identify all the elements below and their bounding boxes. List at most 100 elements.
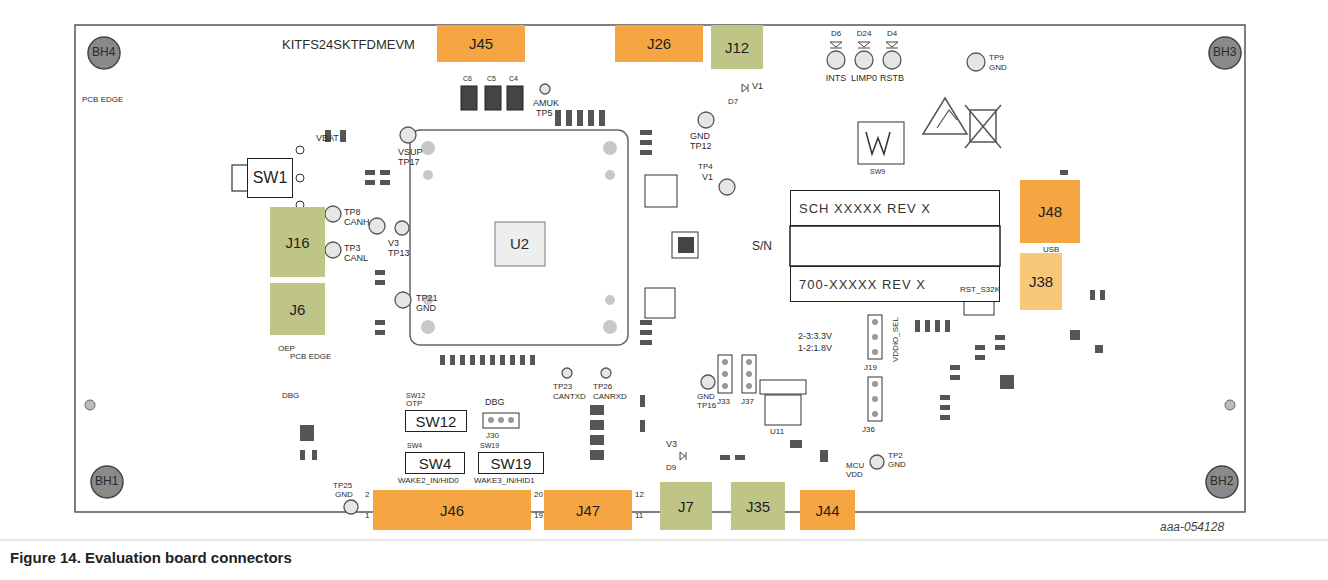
- connector-area: J46: [373, 490, 531, 530]
- silk-label: CANRXD: [593, 393, 627, 401]
- serial-label-box: 700-XXXXX REV X: [790, 266, 1000, 302]
- connector-area: J44: [800, 490, 855, 530]
- silk-label: V1: [702, 173, 713, 182]
- node-text: SW1: [253, 169, 288, 187]
- silk-label: J30: [486, 432, 499, 440]
- silk-label: TP12: [690, 142, 712, 151]
- connector-area: J47: [544, 490, 632, 530]
- regulator: [765, 395, 801, 425]
- silk-label: V3: [666, 440, 677, 449]
- pin-headers: [483, 315, 882, 428]
- small-holes: [85, 400, 1235, 410]
- silk-label: TP16: [697, 402, 716, 410]
- silk-label: WAKE3_IN/HID1: [474, 477, 535, 485]
- connector-area: J7: [660, 482, 712, 530]
- connector-area: J16: [270, 207, 325, 277]
- silk-label: C6: [463, 75, 472, 82]
- node-text: J38: [1029, 273, 1053, 290]
- switch-actuator: [232, 165, 248, 191]
- silk-label: SW19: [480, 442, 499, 449]
- silk-label: SW4: [407, 442, 422, 449]
- connector-area: J26: [615, 25, 703, 62]
- silk-label: J37: [741, 398, 754, 406]
- silk-label: J19: [864, 364, 877, 372]
- silk-label: 1: [365, 512, 369, 520]
- connector-area: J45: [437, 25, 525, 62]
- silk-label: D6: [831, 30, 841, 38]
- esd-symbol: [923, 98, 967, 134]
- silk-label: V1: [752, 82, 763, 91]
- connector-area: J48: [1020, 180, 1080, 243]
- node-text: J7: [678, 498, 694, 515]
- silk-label: GND: [697, 393, 715, 401]
- silk-label: TP23: [553, 383, 572, 391]
- silk-label: VSUP: [398, 148, 423, 157]
- switch-pins: [296, 146, 304, 209]
- node-text: SW19: [491, 455, 532, 472]
- esd-hand: [937, 110, 957, 128]
- mounting-holes: [88, 37, 1241, 498]
- inductor-core: [678, 237, 694, 253]
- silk-label: TP3: [344, 244, 361, 253]
- silk-label: TP5: [536, 109, 553, 118]
- silk-label: C4: [509, 75, 518, 82]
- silk-label: CANTXD: [553, 393, 586, 401]
- smd-parts: [300, 110, 1105, 462]
- silk-label: DBG: [485, 398, 505, 407]
- silk-label: 19: [534, 512, 543, 520]
- silk-label: WAKE2_IN/HID0: [398, 477, 459, 485]
- silk-label: BH3: [1213, 46, 1236, 58]
- node-text: J46: [440, 502, 464, 519]
- silk-label: MCU: [846, 462, 864, 470]
- switch-box: SW19: [478, 452, 544, 474]
- node-text: J45: [469, 35, 493, 52]
- silk-label: D24: [857, 30, 872, 38]
- switch-body: [858, 122, 904, 164]
- silk-label: CANH: [344, 218, 370, 227]
- silk-label: S/N: [752, 240, 772, 252]
- chip-die: [495, 222, 545, 266]
- node-text: J47: [576, 502, 600, 519]
- silk-label: AMUK: [533, 99, 559, 108]
- silk-label: TP25: [333, 482, 352, 490]
- silk-label: 1-2:1.8V: [798, 344, 832, 353]
- silk-label: 2: [365, 491, 369, 499]
- silk-label: U11: [770, 428, 784, 436]
- silk-label: SW9: [870, 168, 885, 175]
- node-text: J26: [647, 35, 671, 52]
- connector-area: J35: [731, 482, 785, 530]
- silk-label: BH1: [95, 475, 118, 487]
- connector-area: J38: [1020, 253, 1062, 310]
- node-text: J44: [815, 502, 839, 519]
- connector-area: J6: [270, 283, 325, 335]
- switch-box: SW4: [405, 452, 465, 474]
- chip-socket: [410, 130, 628, 345]
- capacitors: [461, 86, 523, 110]
- socket-posts: [421, 141, 617, 334]
- header-pins: [488, 319, 878, 423]
- switch-box: SW1: [247, 158, 293, 198]
- silk-label: J33: [717, 398, 730, 406]
- silk-label: U2: [510, 236, 529, 251]
- silk-label: D7: [728, 98, 738, 106]
- silk-label: VBAT: [316, 134, 339, 143]
- silk-label: GND: [888, 461, 906, 469]
- weee-symbol: [965, 105, 1001, 148]
- silk-label: TP26: [593, 383, 612, 391]
- silk-label: TP2: [888, 452, 903, 460]
- silk-label: USB: [1043, 246, 1059, 254]
- silk-label: INTS: [826, 74, 847, 83]
- silk-label: TP4: [698, 163, 713, 171]
- caption-rule: [0, 540, 1328, 541]
- silk-label: OTP: [406, 400, 422, 408]
- silk-label: 20: [534, 491, 543, 499]
- silk-label: D9: [666, 464, 676, 472]
- silk-label: CANL: [344, 254, 368, 263]
- silk-label: TP17: [398, 158, 420, 167]
- node-text: SW12: [416, 413, 457, 430]
- silk-label: TP13: [388, 249, 410, 258]
- silk-label: 2-3:3.3V: [798, 332, 832, 341]
- board-outline: [75, 25, 1245, 512]
- silk-label: LIMP0: [851, 74, 877, 83]
- silk-label: TP21: [416, 294, 438, 303]
